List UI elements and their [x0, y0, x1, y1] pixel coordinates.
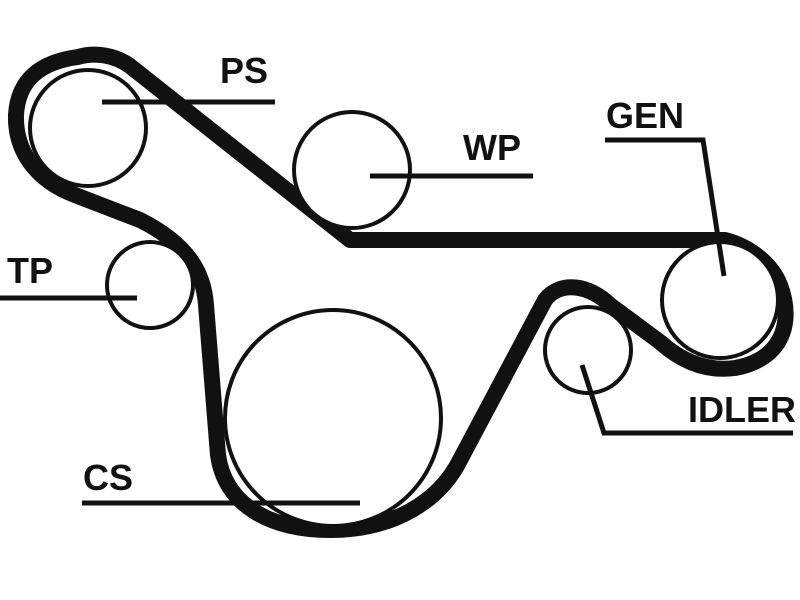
- cs-pulley: [223, 308, 443, 528]
- wp-label: WP: [463, 127, 521, 168]
- ps-pulley: [28, 68, 148, 188]
- idler-leader-line: [579, 364, 793, 436]
- tp-label: TP: [7, 250, 53, 291]
- gen-label: GEN: [606, 95, 684, 136]
- idler-label: IDLER: [688, 389, 796, 430]
- ps-label: PS: [220, 50, 268, 91]
- gen-leader-line: [605, 137, 727, 277]
- tp-pulley: [105, 240, 195, 330]
- wp-pulley: [292, 110, 412, 230]
- cs-label: CS: [83, 457, 133, 498]
- serpentine-belt: [7, 46, 794, 538]
- idler-pulley: [543, 305, 633, 395]
